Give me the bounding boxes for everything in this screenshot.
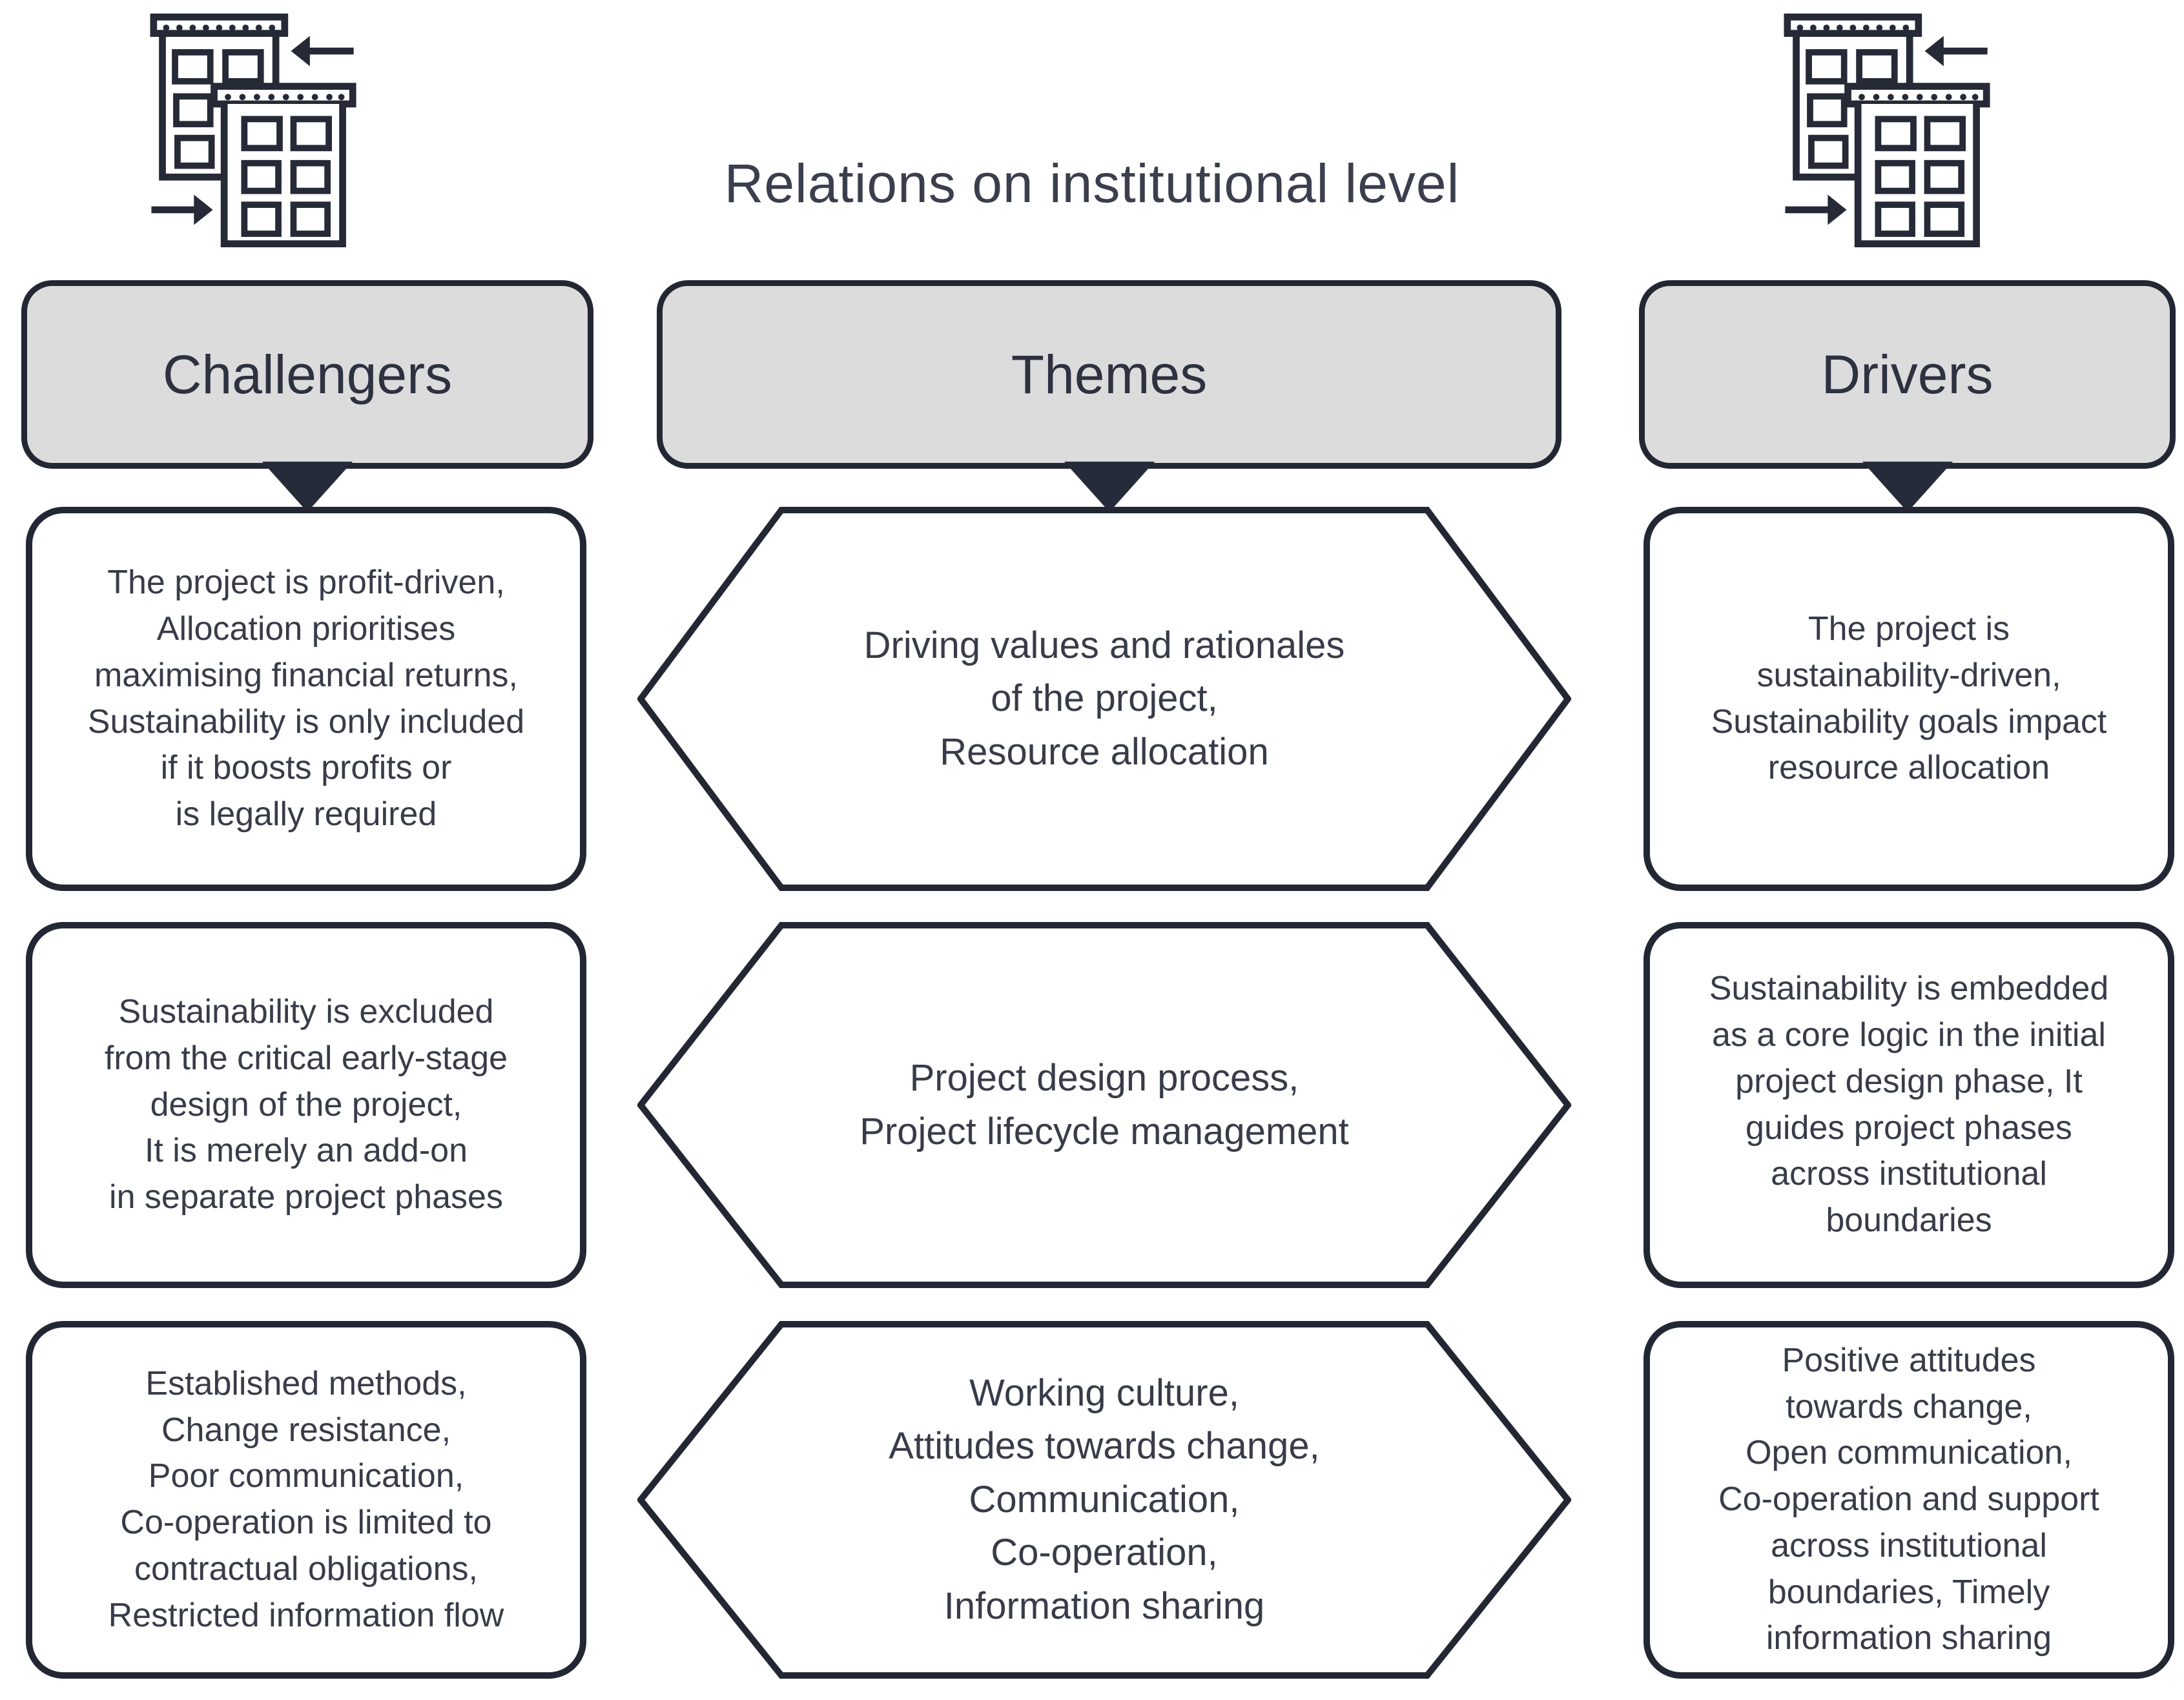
theme-hexagon-row3: Working culture, Attitudes towards chang… xyxy=(637,1321,1571,1679)
drivers-pointer-arrow xyxy=(1862,462,1953,512)
driver-box-row2: Sustainability is embedded as a core log… xyxy=(1643,922,2174,1288)
hexagon-shape xyxy=(637,922,1571,1288)
theme-text-row3: Working culture, Attitudes towards chang… xyxy=(889,1372,1320,1627)
challenger-box-row2: Sustainability is excluded from the crit… xyxy=(26,922,586,1288)
driver-box-row1: The project is sustainability-driven, Su… xyxy=(1643,507,2174,891)
challenger-box-row3: Established methods, Change resistance, … xyxy=(26,1321,586,1679)
hexagon-shape xyxy=(637,1321,1571,1679)
drivers-header: Drivers xyxy=(1639,280,2176,512)
drivers-header-label: Drivers xyxy=(1821,343,1993,405)
theme-text-row1: Driving values and rationales of the pro… xyxy=(863,624,1345,773)
diagram-title: Relations on institutional level xyxy=(724,153,1460,214)
challengers-header-label: Challengers xyxy=(162,343,453,405)
theme-text-row2: Project design process, Project lifecycl… xyxy=(860,1057,1349,1152)
themes-header-label: Themes xyxy=(1011,343,1208,405)
driver-box-row3: Positive attitudes towards change, Open … xyxy=(1643,1321,2174,1679)
theme-hexagon-row2: Project design process, Project lifecycl… xyxy=(637,922,1571,1288)
challengers-pointer-arrow xyxy=(262,462,353,512)
theme-hexagon-row1: Driving values and rationales of the pro… xyxy=(637,507,1571,891)
challenger-box-row1: The project is profit-driven, Allocation… xyxy=(26,507,586,891)
challengers-header: Challengers xyxy=(21,280,593,512)
themes-header: Themes xyxy=(657,280,1561,512)
themes-pointer-arrow xyxy=(1064,462,1155,512)
hexagon-shape xyxy=(637,507,1571,891)
